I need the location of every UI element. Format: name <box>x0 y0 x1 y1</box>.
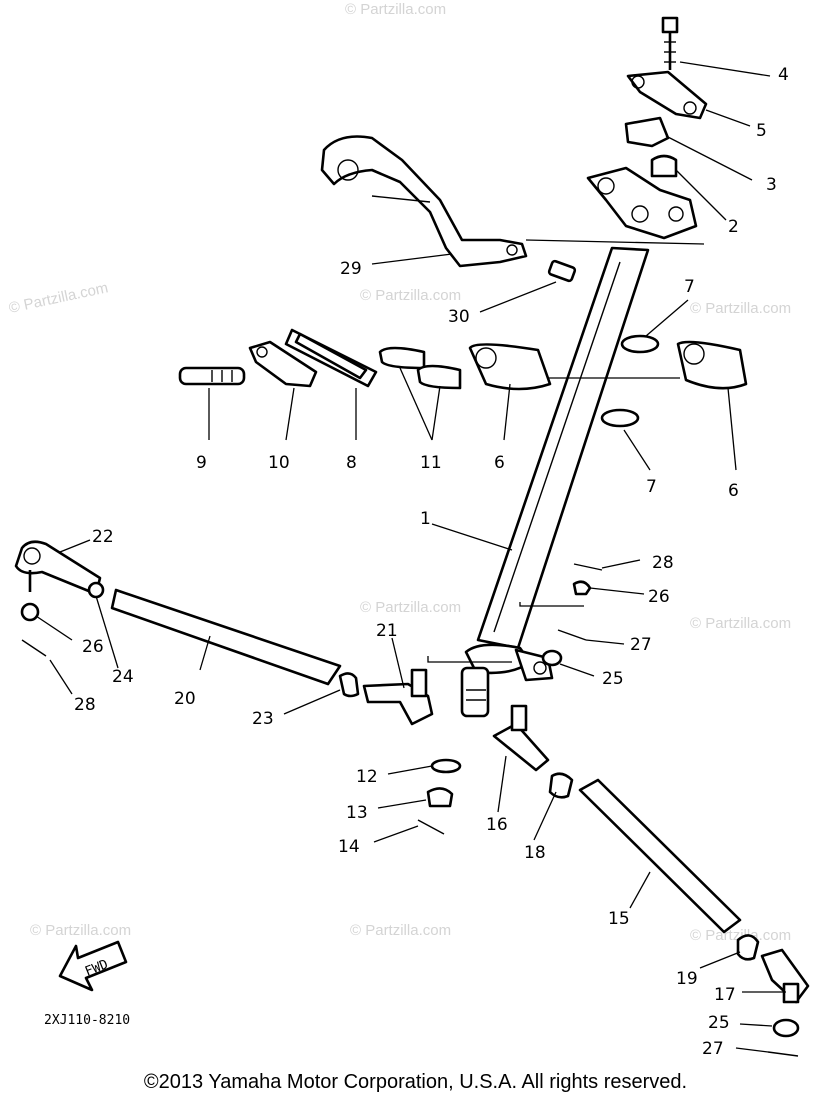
small-hardware <box>417 563 603 835</box>
watermark: © Partzilla.com <box>690 300 791 317</box>
steering-column <box>460 246 650 718</box>
callout-label: 2 <box>728 217 739 237</box>
leader-lines <box>35 61 786 1053</box>
callout-label: 30 <box>448 307 470 327</box>
handlebar <box>320 135 577 283</box>
callout-label: 22 <box>92 527 114 547</box>
callout-label: 15 <box>608 909 630 929</box>
callout-label: 28 <box>74 695 96 715</box>
callout-label: 4 <box>778 65 789 85</box>
callout-label: 16 <box>486 815 508 835</box>
left-tie-rod <box>14 540 434 726</box>
copyright-notice: ©2013 Yamaha Motor Corporation, U.S.A. A… <box>143 1071 688 1093</box>
watermark: © Partzilla.com <box>690 927 791 944</box>
callout-label: 7 <box>646 477 657 497</box>
callout-label: 29 <box>340 259 362 279</box>
right-tie-rod <box>492 704 810 1057</box>
watermark: © Partzilla.com <box>350 922 451 939</box>
callout-label: 28 <box>652 553 674 573</box>
callout-labels: 4 5 3 2 29 30 7 9 10 8 11 6 6 7 1 22 28 … <box>74 65 789 1059</box>
handlebar-holder-assembly <box>586 16 708 240</box>
callout-label: 3 <box>766 175 777 195</box>
callout-label: 6 <box>728 481 739 501</box>
callout-label: 21 <box>376 621 398 641</box>
callout-label: 7 <box>684 277 695 297</box>
watermark: © Partzilla.com <box>690 615 791 632</box>
callout-label: 26 <box>648 587 670 607</box>
drawing-code: 2XJ110-8210 <box>44 1013 130 1028</box>
callout-label: 8 <box>346 453 357 473</box>
callout-label: 6 <box>494 453 505 473</box>
callout-label: 18 <box>524 843 546 863</box>
callout-label: 14 <box>338 837 360 857</box>
column-clamp-row <box>178 328 748 428</box>
watermark: © Partzilla.com <box>360 287 461 304</box>
callout-label: 27 <box>702 1039 724 1059</box>
callout-label: 25 <box>602 669 624 689</box>
callout-label: 25 <box>708 1013 730 1033</box>
callout-label: 1 <box>420 509 431 529</box>
watermark: © Partzilla.com <box>30 922 131 939</box>
callout-label: 27 <box>630 635 652 655</box>
callout-label: 17 <box>714 985 736 1005</box>
fwd-arrow: FWD <box>58 940 128 992</box>
watermark: © Partzilla.com <box>360 599 461 616</box>
callout-label: 24 <box>112 667 134 687</box>
callout-label: 23 <box>252 709 274 729</box>
watermark: © Partzilla.com <box>345 1 446 18</box>
watermark: © Partzilla.com <box>7 279 109 317</box>
callout-label: 5 <box>756 121 767 141</box>
callout-label: 20 <box>174 689 196 709</box>
callout-label: 10 <box>268 453 290 473</box>
callout-label: 26 <box>82 637 104 657</box>
callout-label: 19 <box>676 969 698 989</box>
callout-label: 11 <box>420 453 442 473</box>
callout-label: 13 <box>346 803 368 823</box>
callout-label: 12 <box>356 767 378 787</box>
callout-label: 9 <box>196 453 207 473</box>
watermarks: © Partzilla.com © Partzilla.com © Partzi… <box>7 1 791 944</box>
